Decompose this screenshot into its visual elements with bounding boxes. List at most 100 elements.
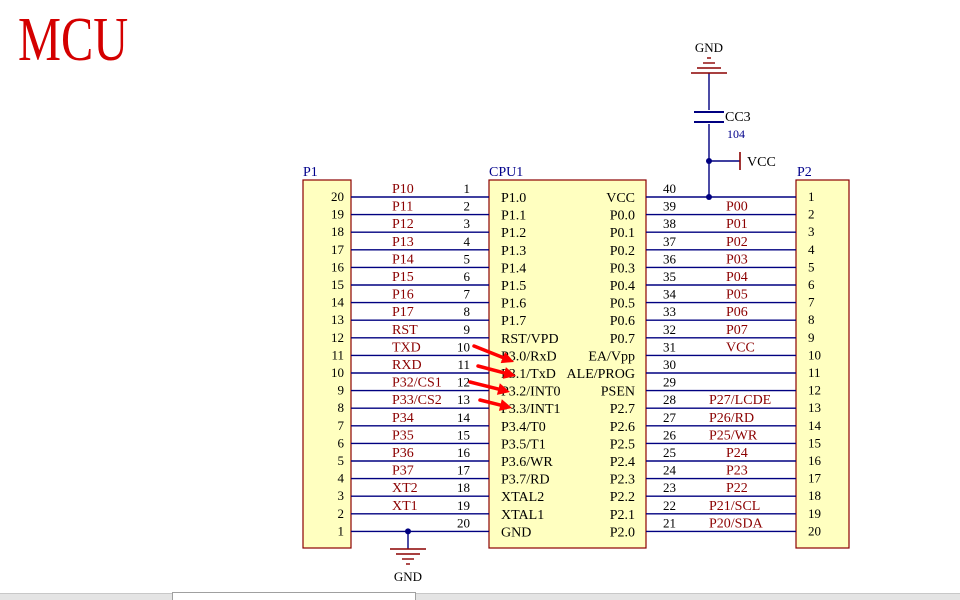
p2-pin-number: 15	[808, 435, 821, 450]
cpu-pin-name: P2.3	[610, 473, 635, 488]
vcc-label: VCC	[747, 155, 776, 170]
cpu-pin-name: EA/Vpp	[588, 349, 635, 364]
cpu-pin-number: 22	[663, 498, 676, 513]
p2-pin-number: 20	[808, 523, 821, 538]
cpu-pin-name: P2.2	[610, 490, 635, 505]
cpu-pin-name: XTAL1	[501, 508, 544, 523]
p2-pin-number: 18	[808, 488, 821, 503]
cpu-pin-number: 14	[457, 410, 471, 425]
net-label: P12	[392, 217, 414, 232]
cpu-pin-number: 13	[457, 392, 470, 407]
cpu-pin-name: P3.7/RD	[501, 473, 550, 488]
cpu-pin-name: P3.3/INT1	[501, 402, 561, 417]
cpu-pin-name: P1.7	[501, 314, 526, 329]
net-label: P03	[726, 252, 748, 267]
p1-pin-number: 3	[338, 488, 345, 503]
net-label: P37	[392, 464, 414, 479]
arrow-head	[500, 351, 514, 364]
cpu-pin-number: 19	[457, 498, 470, 513]
gnd-top-label: GND	[695, 40, 723, 55]
cpu-pin-number: 34	[663, 287, 677, 302]
cpu-pin-number: 18	[457, 480, 470, 495]
cpu-pin-number: 1	[464, 181, 471, 196]
net-label: P32/CS1	[392, 376, 442, 391]
cpu-pin-number: 37	[663, 234, 677, 249]
net-label: P34	[392, 411, 414, 426]
net-label: P04	[726, 270, 748, 285]
net-label: RXD	[392, 358, 422, 373]
p1-pin-number: 8	[338, 400, 345, 415]
net-label: P05	[726, 288, 748, 303]
net-label: P33/CS2	[392, 393, 442, 408]
arrow-head	[496, 383, 510, 395]
cpu-pin-name: P1.4	[501, 261, 526, 276]
cpu-pin-number: 38	[663, 216, 676, 231]
p1-pin-number: 15	[331, 277, 344, 292]
net-label: P06	[726, 305, 748, 320]
cpu-pin-number: 27	[663, 410, 677, 425]
cpu-pin-name: P2.6	[610, 420, 635, 435]
p1-pin-number: 4	[338, 471, 345, 486]
net-label: P20/SDA	[709, 516, 764, 531]
net-label: P25/WR	[709, 428, 758, 443]
annotation-arrow	[476, 364, 516, 379]
p1-pin-number: 19	[331, 207, 344, 222]
document-tab[interactable]	[172, 592, 416, 600]
p1-pin-number: 14	[331, 295, 345, 310]
p1-designator: P1	[303, 165, 318, 180]
p2-pin-number: 6	[808, 277, 815, 292]
cpu-pin-number: 25	[663, 445, 676, 460]
cpu-pin-name: P2.4	[610, 455, 635, 470]
p2-pin-number: 8	[808, 312, 815, 327]
cpu-pin-number: 30	[663, 357, 676, 372]
net-label: P13	[392, 235, 414, 250]
cpu-pin-number: 8	[464, 304, 471, 319]
net-label: XT1	[392, 499, 418, 514]
cpu-body	[488, 179, 647, 549]
arrow-head	[498, 399, 512, 411]
cpu-pin-number: 2	[464, 199, 471, 214]
p2-pin-number: 5	[808, 259, 815, 274]
connector-p2-body	[795, 179, 850, 549]
net-label: P23	[726, 464, 748, 479]
cpu-pin-name: XTAL2	[501, 490, 544, 505]
horizontal-scrollbar[interactable]	[0, 593, 960, 600]
cpu-pin-name: P0.1	[610, 226, 635, 241]
cpu-pin-number: 15	[457, 427, 470, 442]
cpu-pin-number: 4	[464, 234, 471, 249]
cpu-pin-name: P1.3	[501, 244, 526, 259]
net-label: TXD	[392, 340, 421, 355]
capacitor-gap	[696, 110, 722, 124]
net-label: P21/SCL	[709, 499, 760, 514]
cpu-pin-name: P0.5	[610, 297, 635, 312]
arrow-shaft	[472, 344, 505, 360]
p2-pin-number: 14	[808, 418, 822, 433]
cpu-pin-number: 7	[464, 287, 471, 302]
cpu-pin-name: P1.0	[501, 191, 526, 206]
p1-pin-number: 6	[338, 435, 345, 450]
junction-dot	[706, 194, 712, 200]
cpu-pin-name: P1.2	[501, 226, 526, 241]
cpu-pin-name: P3.0/RxD	[501, 349, 557, 364]
cpu-pin-number: 36	[663, 251, 677, 266]
cpu-pin-number: 26	[663, 427, 677, 442]
ground-symbol-top	[691, 57, 727, 74]
net-label: P24	[726, 446, 748, 461]
net-label: RST	[392, 323, 418, 338]
cpu-pin-name: P0.3	[610, 261, 635, 276]
net-label: P27/LCDE	[709, 393, 771, 408]
cpu-pin-number: 40	[663, 181, 676, 196]
cpu-pin-number: 21	[663, 515, 676, 530]
cpu-pin-name: P3.5/T1	[501, 437, 546, 452]
net-label: P36	[392, 446, 414, 461]
net-label: XT2	[392, 481, 418, 496]
cpu-pin-number: 6	[464, 269, 471, 284]
p2-designator: P2	[797, 165, 812, 180]
net-label: P17	[392, 305, 414, 320]
p1-pin-number: 11	[331, 347, 344, 362]
net-label: P14	[392, 252, 414, 267]
p1-pin-number: 16	[331, 259, 345, 274]
p2-pin-number: 19	[808, 506, 821, 521]
cpu-pin-number: 3	[464, 216, 471, 231]
